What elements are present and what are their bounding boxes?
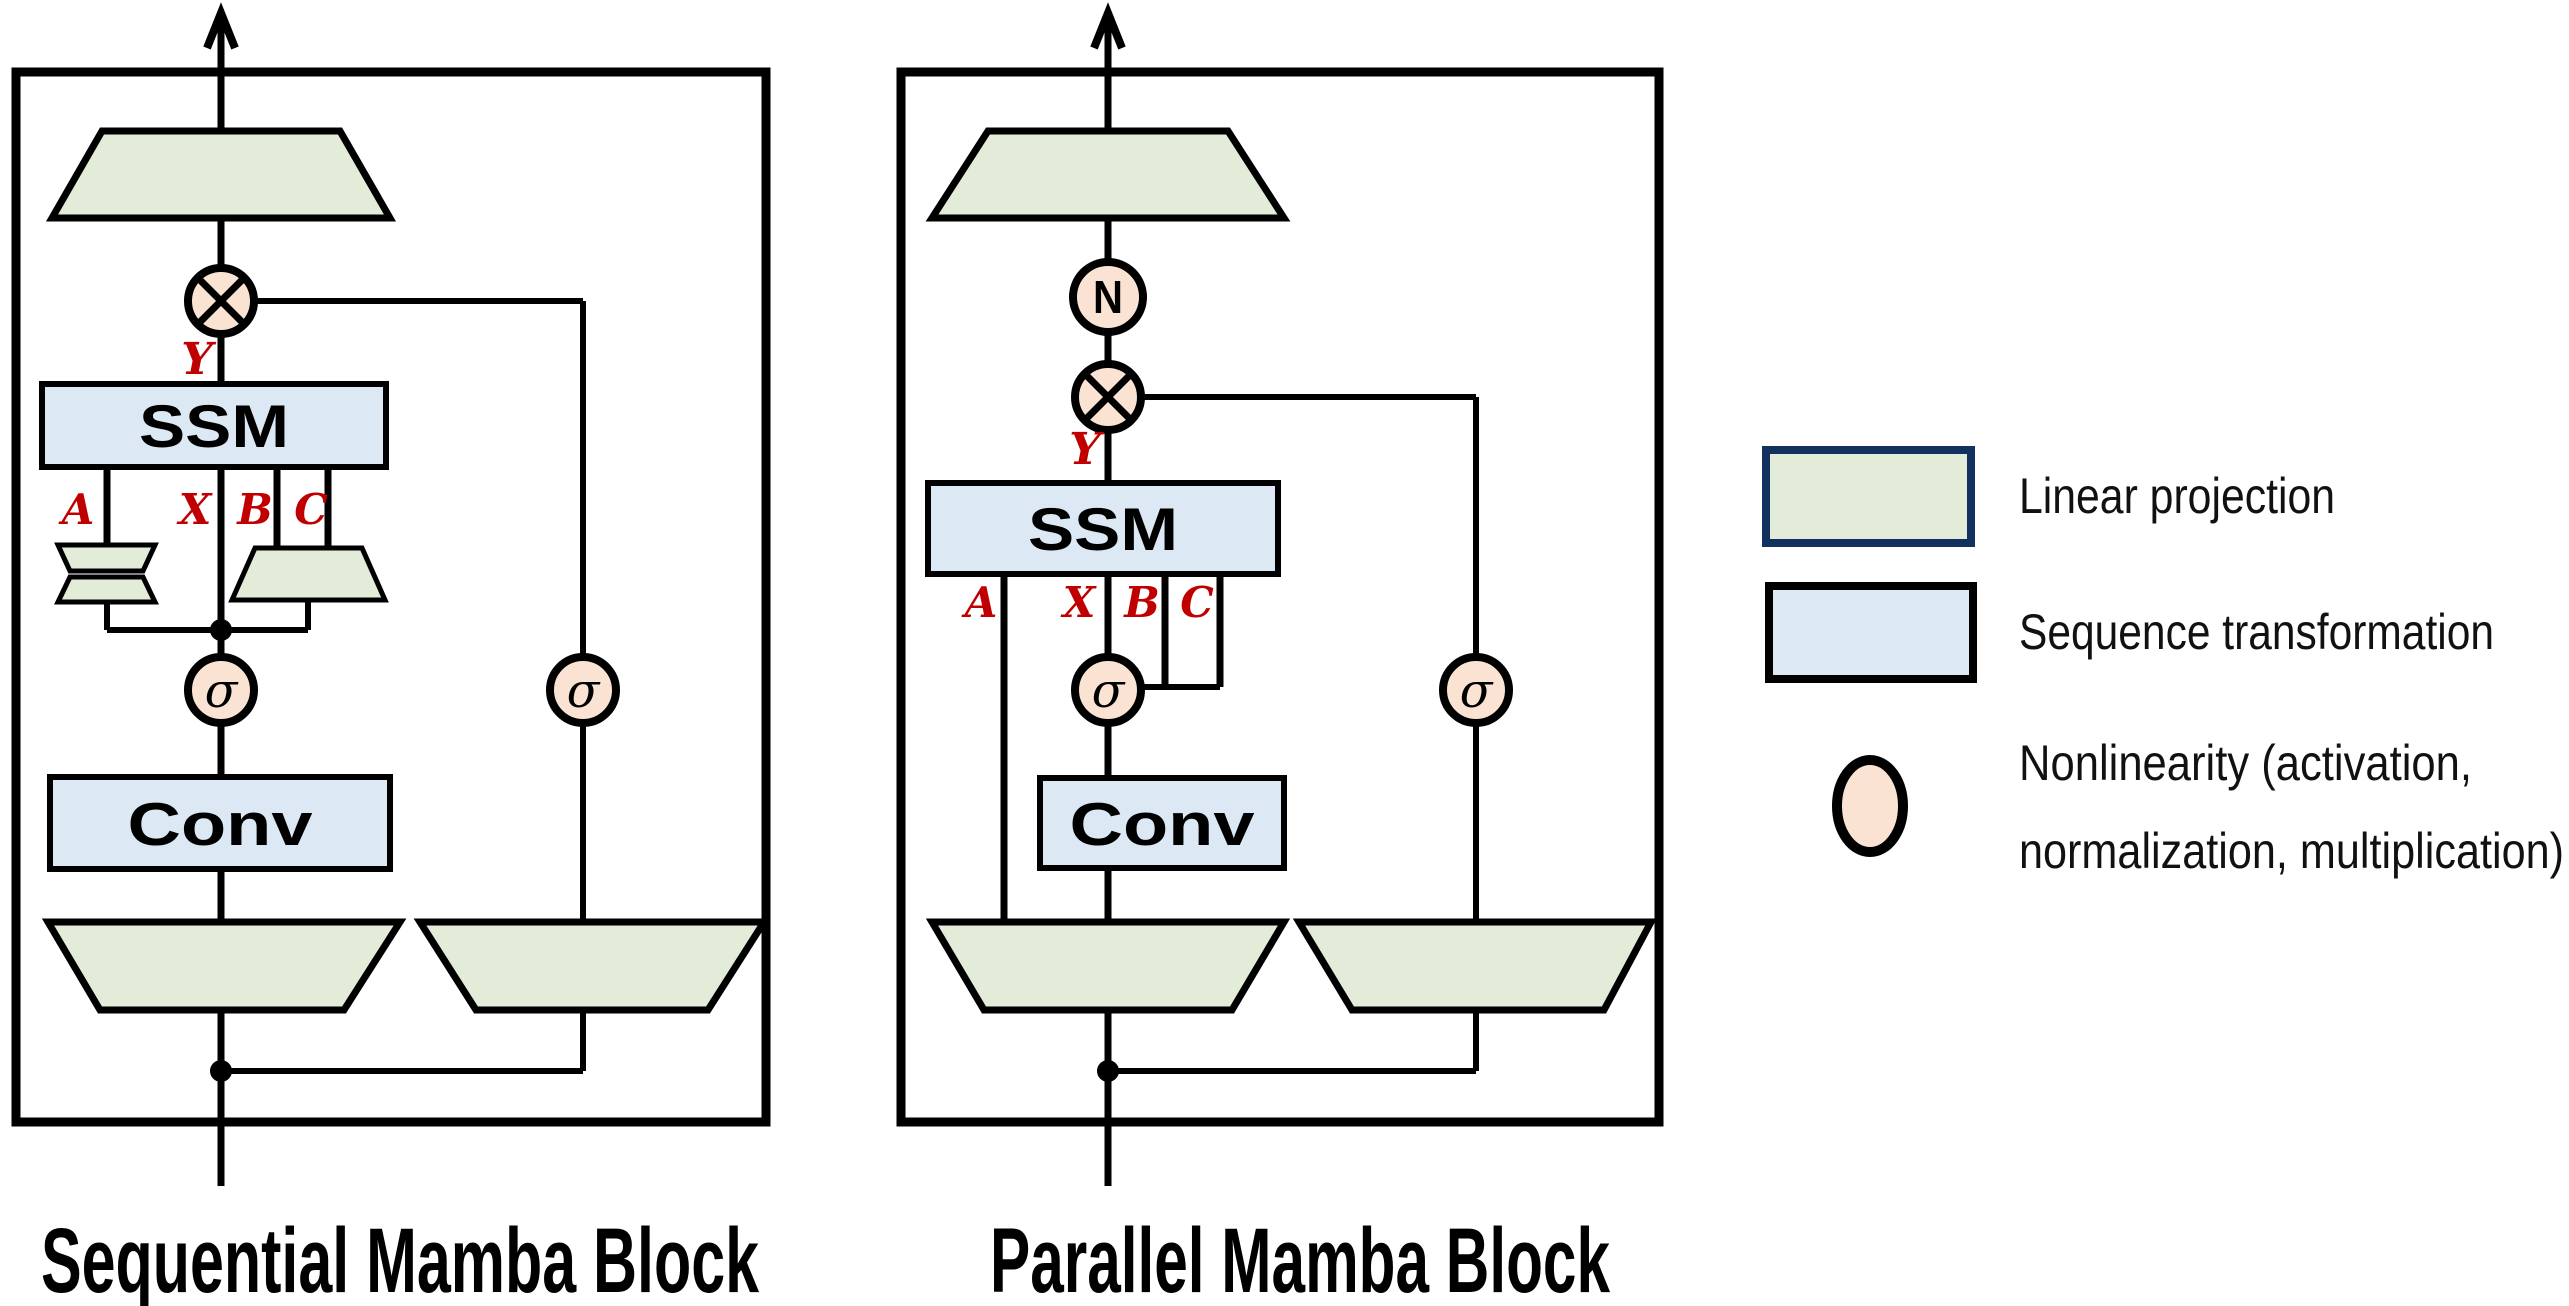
bc-linear-projection	[228, 545, 389, 603]
multiply-icon	[196, 276, 246, 326]
sigma-label: σ	[205, 663, 239, 719]
normalization-label: N	[1093, 271, 1123, 323]
delta-projection-upper	[54, 542, 159, 574]
sequential-block-title: Sequential Mamba Block	[41, 1210, 760, 1306]
sigma-label: σ	[1460, 663, 1494, 719]
c-variable-label: C	[1180, 578, 1214, 627]
b-variable-label: B	[1123, 578, 1160, 627]
ssm-box-label: SSM	[139, 393, 289, 460]
conv-box-label: Conv	[128, 791, 314, 858]
c-variable-label: C	[294, 485, 328, 534]
sequential-mamba-block: Y SSM A X B C σ σ Conv	[11, 2, 771, 1306]
output-arrow-head-icon	[203, 2, 239, 50]
junction-dot	[1097, 1060, 1119, 1082]
parallel-block-title: Parallel Mamba Block	[990, 1210, 1611, 1306]
legend-sequence-transformation-swatch	[1765, 582, 1977, 683]
output-linear-projection	[45, 127, 397, 222]
conv-box	[1037, 775, 1287, 871]
block-outline	[11, 67, 771, 1127]
legend-linear-projection-label: Linear projection	[2019, 468, 2335, 524]
ssm-box	[39, 381, 389, 470]
multiply-icon	[1083, 372, 1133, 422]
output-linear-projection	[925, 127, 1291, 222]
legend-nonlinearity-swatch	[1832, 755, 1908, 857]
x-variable-label: X	[176, 485, 213, 534]
legend-nonlinearity-label-line1: Nonlinearity (activation,	[2019, 735, 2472, 791]
ssm-box-label: SSM	[1028, 496, 1178, 563]
b-variable-label: B	[236, 485, 273, 534]
input-linear-projection	[925, 918, 1291, 1014]
output-arrow-head-icon	[1090, 2, 1126, 50]
gate-linear-projection	[1292, 918, 1657, 1014]
ssm-box	[925, 480, 1281, 577]
legend: Linear projection Sequence transformatio…	[1762, 446, 2564, 879]
conv-box-label: Conv	[1070, 791, 1256, 858]
sigma-label: σ	[1092, 663, 1126, 719]
x-variable-label: X	[1060, 578, 1097, 627]
y-variable-label: Y	[1069, 424, 1104, 475]
legend-nonlinearity-label-line2: normalization, multiplication)	[2019, 823, 2564, 879]
parallel-mamba-block: N Y SSM A X B C σ σ Conv	[896, 2, 1664, 1306]
a-variable-label: A	[58, 485, 95, 534]
sigma-label: σ	[567, 663, 601, 719]
y-variable-label: Y	[181, 334, 216, 385]
junction-dot	[210, 1060, 232, 1082]
block-outline	[896, 67, 1664, 1127]
legend-sequence-transformation-label: Sequence transformation	[2019, 604, 2494, 660]
gate-linear-projection	[413, 918, 771, 1014]
input-linear-projection	[41, 918, 407, 1014]
junction-dot	[210, 619, 232, 641]
delta-projection-lower	[54, 574, 159, 605]
a-variable-label: A	[961, 578, 998, 627]
legend-linear-projection-swatch	[1762, 446, 1975, 547]
